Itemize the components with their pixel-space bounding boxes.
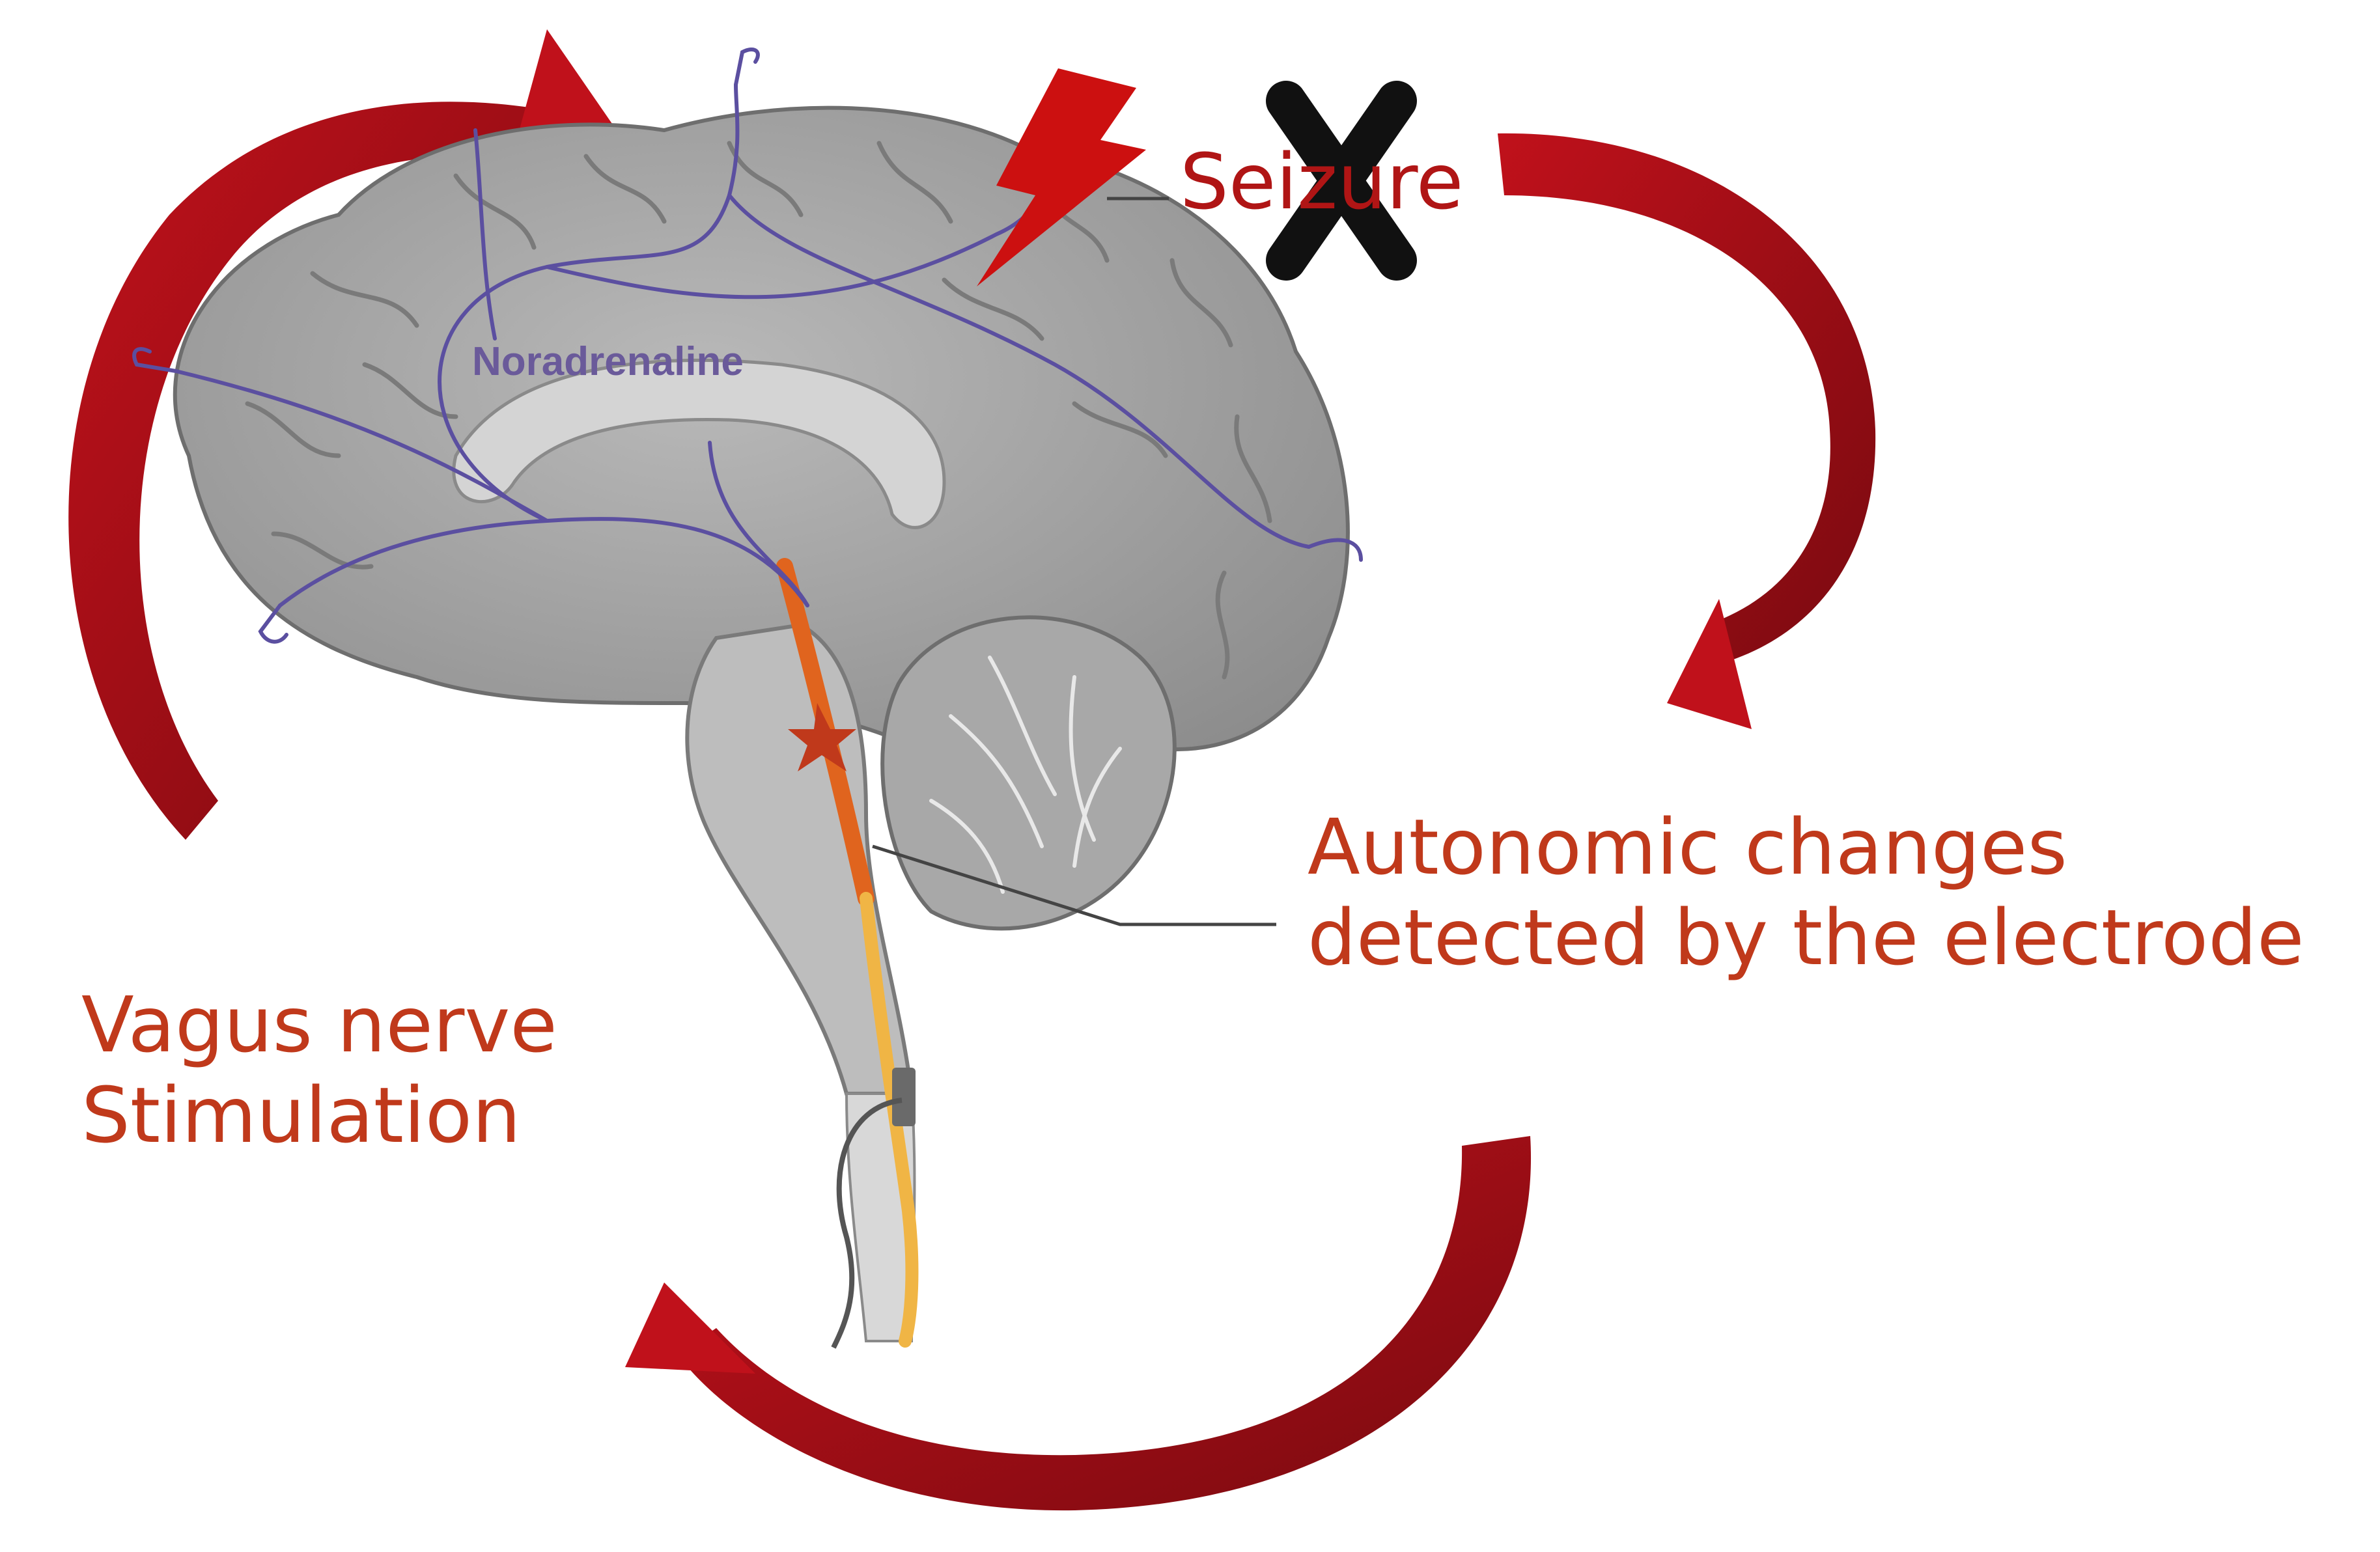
autonomic-line-1: Autonomic changes <box>1308 802 2304 893</box>
electrode-body <box>892 1068 916 1126</box>
seizure-text: Seizure <box>1180 137 1464 227</box>
vagus-line-2: Stimulation <box>81 1070 557 1161</box>
arrow-bottom-arc <box>677 1136 1531 1510</box>
cerebellum <box>882 617 1175 928</box>
arrow-bottom-head <box>625 1282 755 1374</box>
vagus-stimulation-label: Vagus nerve Stimulation <box>81 980 557 1161</box>
arrow-right-arc <box>1498 133 1875 664</box>
autonomic-line-2: detected by the electrode <box>1308 893 2304 983</box>
vagus-line-1: Vagus nerve <box>81 980 557 1070</box>
noradrenaline-label: Noradrenaline <box>472 339 744 385</box>
seizure-label: Seizure <box>1180 137 1464 227</box>
autonomic-changes-label: Autonomic changes detected by the electr… <box>1308 802 2304 983</box>
